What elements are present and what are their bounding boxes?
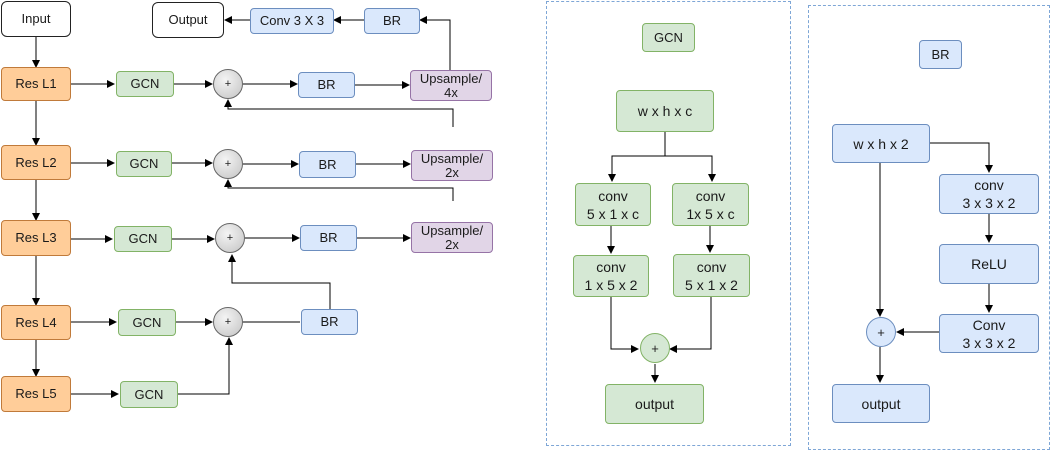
res-l1-label: Res L1: [15, 76, 57, 91]
sum-symbol: +: [226, 232, 234, 244]
br-label: BR: [382, 13, 402, 28]
conv-label-line2: 1x 5 x c: [686, 205, 735, 222]
conv-label-line2: 5 x 1 x 2: [685, 276, 738, 293]
br-sum-node: +: [866, 317, 896, 347]
conv3x3-block: Conv 3 X 3: [250, 8, 334, 34]
br-block-l2: BR: [299, 151, 356, 178]
res-l3-block: Res L3: [1, 220, 71, 256]
conv3x3-label: Conv 3 X 3: [259, 13, 325, 28]
gcn-output-label: output: [635, 396, 674, 412]
relu-label: ReLU: [971, 256, 1007, 272]
res-l4-label: Res L4: [15, 314, 57, 330]
conv-label-line2: 1 x 5 x 2: [584, 277, 638, 293]
res-l2-block: Res L2: [1, 145, 71, 180]
conv-label-line1: conv: [598, 187, 628, 204]
input-node: Input: [1, 1, 71, 37]
upsample-label-line2: 2x: [445, 236, 459, 252]
br-output-block: output: [832, 384, 930, 423]
sum-node-l3: +: [215, 223, 245, 253]
br-label: BR: [319, 230, 338, 245]
input-label: Input: [21, 11, 51, 26]
gcn-left-conv2-block: conv 1 x 5 x 2: [573, 255, 649, 297]
br-output-label: output: [861, 395, 901, 412]
br-label: BR: [317, 77, 336, 92]
gcn-left-conv1-block: conv 5 x 1 x c: [575, 183, 651, 226]
gcn-block-l4: GCN: [118, 309, 176, 336]
br-input-label: w x h x 2: [853, 135, 909, 152]
gcn-label: GCN: [130, 76, 160, 91]
upsample-label-line2: 4x: [444, 84, 458, 100]
gcn-right-conv1-block: conv 1x 5 x c: [672, 183, 749, 226]
gcn-label: GCN: [128, 231, 158, 246]
sum-node-l1: +: [213, 69, 243, 99]
br-panel-title-label: BR: [931, 46, 950, 62]
conv-label-line1: Conv: [972, 316, 1006, 333]
br-block-l4: BR: [301, 309, 358, 335]
conv-label-line1: conv: [695, 187, 726, 204]
sum-symbol: +: [877, 324, 885, 340]
gcn-block-l3: GCN: [114, 226, 172, 252]
conv-label-line1: conv: [696, 258, 727, 275]
gcn-sum-node: +: [640, 333, 670, 363]
gcn-label: GCN: [134, 386, 164, 402]
upsample-2x-block-l2: Upsample/ 2x: [411, 150, 493, 181]
res-l5-block: Res L5: [1, 376, 71, 412]
br-panel-title: BR: [919, 40, 962, 69]
sum-symbol: +: [224, 316, 232, 328]
gcn-panel-title-label: GCN: [654, 29, 683, 45]
br-label: BR: [320, 314, 339, 329]
sum-symbol: +: [651, 340, 659, 356]
sum-symbol: +: [224, 78, 232, 90]
res-l3-label: Res L3: [15, 230, 57, 245]
gcn-block-l2: GCN: [116, 151, 172, 177]
output-label: Output: [168, 12, 208, 27]
conv-label-line1: conv: [974, 177, 1004, 193]
conv-label-line1: conv: [596, 259, 626, 275]
gcn-label: GCN: [132, 314, 162, 330]
gcn-panel-title: GCN: [642, 23, 695, 52]
sum-node-l2: +: [213, 149, 243, 179]
br-label: BR: [318, 156, 337, 172]
gcn-right-conv2-block: conv 5 x 1 x 2: [673, 254, 750, 297]
br-block-top: BR: [364, 8, 420, 34]
gcn-input-block: w x h x c: [616, 90, 714, 132]
res-l2-label: Res L2: [15, 154, 57, 170]
upsample-label-line1: Upsample/: [420, 150, 484, 166]
gcn-label: GCN: [129, 156, 159, 171]
upsample-label-line2: 2x: [445, 164, 459, 180]
res-l5-label: Res L5: [15, 386, 57, 401]
res-l4-block: Res L4: [1, 305, 71, 340]
conv-label-line2: 5 x 1 x c: [586, 205, 640, 222]
res-l1-block: Res L1: [1, 67, 71, 101]
conv-label-line2: 3 x 3 x 2: [962, 334, 1016, 351]
br-block-l3: BR: [300, 225, 357, 251]
gcn-detail-panel: [546, 1, 791, 446]
br-relu-block: ReLU: [939, 244, 1039, 284]
upsample-label-line1: Upsample/: [420, 222, 484, 238]
br-detail-panel: [808, 5, 1050, 450]
output-node: Output: [152, 2, 224, 38]
gcn-output-block: output: [605, 384, 704, 424]
br-block-l1: BR: [298, 72, 355, 98]
gcn-block-l1: GCN: [116, 71, 174, 97]
br-input-block: w x h x 2: [832, 124, 930, 163]
br-conv2-block: Conv 3 x 3 x 2: [939, 314, 1039, 353]
upsample-2x-block-l3: Upsample/ 2x: [411, 222, 493, 253]
upsample-4x-block: Upsample/ 4x: [410, 70, 492, 101]
br-conv1-block: conv 3 x 3 x 2: [939, 174, 1039, 214]
gcn-input-label: w x h x c: [637, 103, 693, 119]
conv-label-line2: 3 x 3 x 2: [962, 195, 1016, 211]
upsample-label-line1: Upsample/: [419, 70, 483, 86]
sum-node-l4: +: [213, 307, 243, 337]
gcn-block-l5: GCN: [120, 381, 178, 408]
sum-symbol: +: [224, 158, 232, 170]
